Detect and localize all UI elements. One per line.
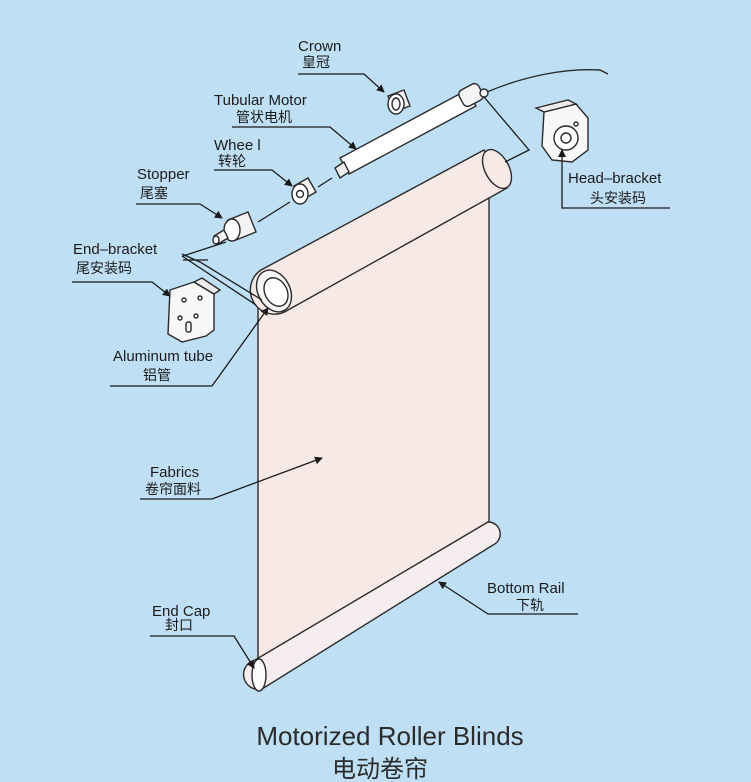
head-bracket-part (533, 99, 589, 163)
assembly-lines (181, 96, 531, 306)
bottom-rail-label-cn: 下轨 (516, 598, 544, 614)
wheel-label-en: Whee l (214, 137, 261, 154)
end-bracket-label: End–bracket 尾安装码 (73, 241, 158, 277)
aluminum-tube-label-cn: 铝管 (143, 368, 171, 384)
head-bracket-label-en: Head–bracket (568, 170, 662, 187)
tubular-motor (334, 69, 609, 180)
leader-lines (72, 73, 670, 669)
end-bracket-label-en: End–bracket (73, 241, 158, 258)
tubular-motor-label-en: Tubular Motor (214, 92, 307, 109)
bottom-rail-label-en: Bottom Rail (487, 580, 565, 597)
head-bracket-label: Head–bracket 头安装码 (568, 170, 662, 207)
fabrics-label: Fabrics 卷帘面料 (145, 464, 201, 498)
diagram-title: Motorized Roller Blinds 电动卷帘 (256, 721, 523, 782)
title-cn: 电动卷帘 (332, 755, 428, 782)
end-bracket-label-cn: 尾安装码 (76, 261, 132, 277)
end-cap-label-en: End Cap (152, 603, 210, 620)
fabrics-label-cn: 卷帘面料 (145, 482, 201, 498)
end-bracket-part (167, 277, 222, 343)
tubular-motor-label-cn: 管状电机 (236, 110, 292, 126)
wheel-label: Whee l 转轮 (214, 137, 261, 170)
end-cap-label: End Cap 封口 (152, 603, 210, 634)
title-en: Motorized Roller Blinds (256, 721, 523, 751)
bottom-rail (242, 521, 501, 692)
head-bracket-label-cn: 头安装码 (590, 191, 646, 207)
crown-label-en: Crown (298, 38, 341, 55)
aluminum-tube-label: Aluminum tube 铝管 (113, 348, 213, 384)
wheel-part (291, 177, 317, 205)
stopper-part (212, 211, 257, 245)
crown-part (387, 89, 411, 115)
roller-tube (249, 148, 513, 315)
crown-label-cn: 皇冠 (302, 55, 330, 71)
crown-label: Crown 皇冠 (298, 38, 341, 71)
stopper-label-en: Stopper (137, 166, 190, 183)
tubular-motor-label: Tubular Motor 管状电机 (214, 92, 307, 126)
fabrics-label-en: Fabrics (150, 464, 199, 481)
stopper-label: Stopper 尾塞 (137, 166, 190, 202)
stopper-label-cn: 尾塞 (140, 185, 168, 202)
aluminum-tube-label-en: Aluminum tube (113, 348, 213, 365)
end-cap-label-cn: 封口 (165, 618, 193, 634)
bottom-rail-label: Bottom Rail 下轨 (487, 580, 565, 614)
wheel-label-cn: 转轮 (218, 154, 246, 170)
